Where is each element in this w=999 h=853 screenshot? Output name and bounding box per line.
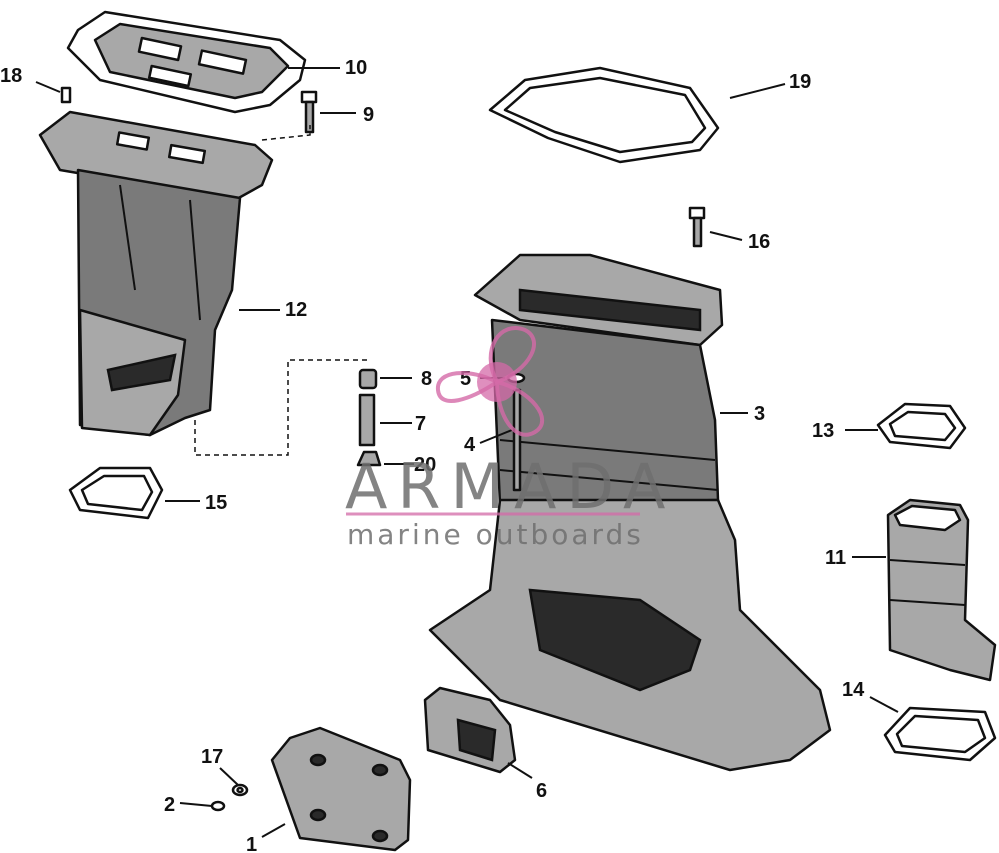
part-10-gasket xyxy=(66,10,307,114)
callout-1: 1 xyxy=(246,834,257,853)
callout-4: 4 xyxy=(464,434,476,456)
callout-20: 20 xyxy=(414,454,436,476)
callout-8: 8 xyxy=(421,368,432,390)
callout-6: 6 xyxy=(536,780,547,802)
part-18-pin xyxy=(60,86,72,104)
watermark: ARMADA marine outboards xyxy=(345,326,675,551)
part-19-seal xyxy=(488,66,720,164)
callout-13: 13 xyxy=(812,420,834,442)
part-12-exhaust-housing xyxy=(38,110,274,437)
part-8-bushing xyxy=(358,368,378,390)
watermark-logo xyxy=(436,326,544,437)
callout-17: 17 xyxy=(201,746,223,768)
part-1-cover xyxy=(270,726,412,852)
callout-18: 18 xyxy=(0,65,22,87)
part-11-rubber-seal xyxy=(886,498,997,682)
assembly-dashed-line-9 xyxy=(261,125,311,141)
callout-9: 9 xyxy=(363,104,374,126)
callout-7: 7 xyxy=(415,413,426,435)
watermark-tagline: marine outboards xyxy=(347,518,644,551)
part-17-washer xyxy=(231,783,249,797)
part-13-gasket xyxy=(876,402,967,450)
part-7-tube xyxy=(358,393,376,447)
callout-14: 14 xyxy=(842,679,865,701)
part-2-screw xyxy=(210,800,226,812)
callout-10: 10 xyxy=(345,57,367,79)
callout-12: 12 xyxy=(285,299,307,321)
assembly-dashed-line xyxy=(194,359,368,456)
callout-3: 3 xyxy=(754,403,765,425)
callout-15: 15 xyxy=(205,492,227,514)
watermark-brand: ARMADA xyxy=(345,450,675,523)
callout-11: 11 xyxy=(825,547,846,569)
part-20-grommet xyxy=(356,450,382,467)
part-16-bolt xyxy=(688,206,706,248)
callout-16: 16 xyxy=(748,231,770,253)
part-14-gasket xyxy=(883,706,997,762)
callout-19: 19 xyxy=(789,71,811,93)
callout-5: 5 xyxy=(460,368,471,390)
part-15-gasket xyxy=(68,466,164,520)
leader-lines xyxy=(35,67,899,838)
part-6-mount xyxy=(423,686,517,774)
part-3-midsection xyxy=(428,253,832,772)
part-9-bolt xyxy=(300,90,318,134)
callout-2: 2 xyxy=(164,794,175,816)
